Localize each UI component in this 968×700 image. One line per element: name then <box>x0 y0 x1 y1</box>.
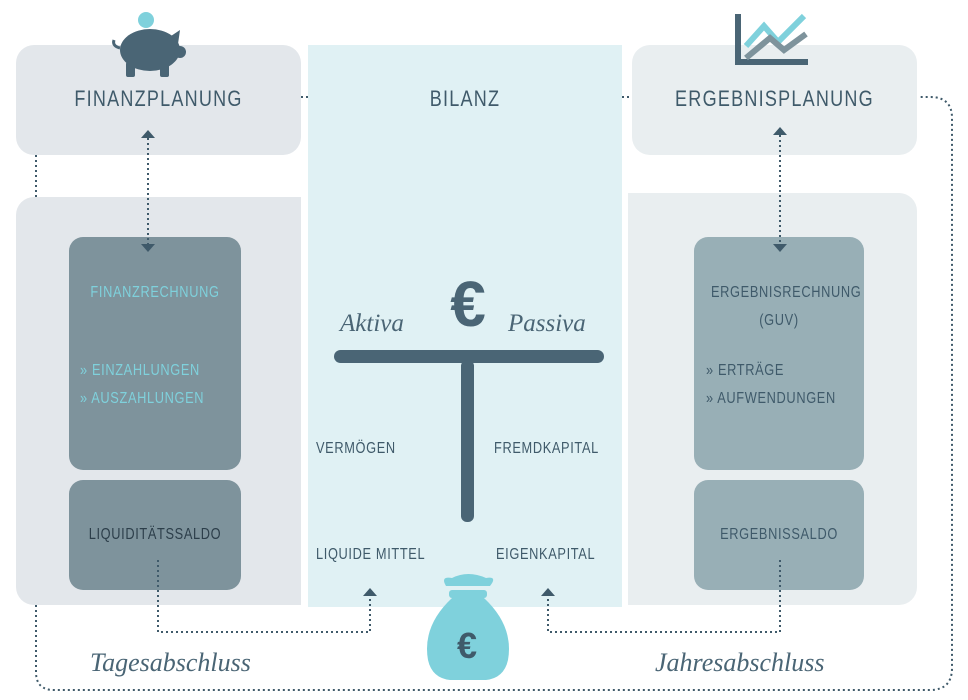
ertraege-item: » ERTRÄGE <box>706 362 785 379</box>
bilanz-title: BILANZ <box>429 86 501 111</box>
ergebnissaldo-label: ERGEBNISSALDO <box>720 526 838 543</box>
t-account <box>334 350 604 522</box>
tagesabschluss-label: Tagesabschluss <box>90 648 251 677</box>
line-chart-icon <box>735 13 808 65</box>
liquide-mittel-label: LIQUIDE MITTEL <box>316 546 426 563</box>
ergebnisrechnung-title: ERGEBNISRECHNUNG <box>711 284 862 301</box>
piggy-bank-icon <box>112 12 186 77</box>
euro-symbol: € <box>450 268 486 340</box>
fremdkapital-label: FREMDKAPITAL <box>494 440 599 457</box>
jahresabschluss-label: Jahresabschluss <box>655 648 825 677</box>
aufwendungen-item: » AUFWENDUNGEN <box>706 390 836 407</box>
liquiditaetssaldo-label: LIQUIDITÄTSSALDO <box>88 526 222 543</box>
guv-label: (GUV) <box>759 312 799 329</box>
liquiditaetssaldo-box <box>69 480 241 590</box>
einzahlungen-item: » EINZAHLUNGEN <box>80 362 200 379</box>
money-bag-icon <box>427 574 509 680</box>
passiva-label: Passiva <box>508 310 586 337</box>
auszahlungen-item: » AUSZAHLUNGEN <box>80 390 205 407</box>
finanzplanung-title: FINANZPLANUNG <box>74 86 243 111</box>
vermoegen-label: VERMÖGEN <box>316 440 396 457</box>
finanzrechnung-box <box>69 237 241 470</box>
eigenkapital-label: EIGENKAPITAL <box>496 546 596 563</box>
ergebnisplanung-title: ERGEBNISPLANUNG <box>675 86 874 111</box>
money-bag-euro: € <box>457 625 477 666</box>
finanzrechnung-title: FINANZRECHNUNG <box>90 284 220 301</box>
aktiva-label: Aktiva <box>340 310 404 337</box>
ergebnisrechnung-box <box>694 237 864 470</box>
